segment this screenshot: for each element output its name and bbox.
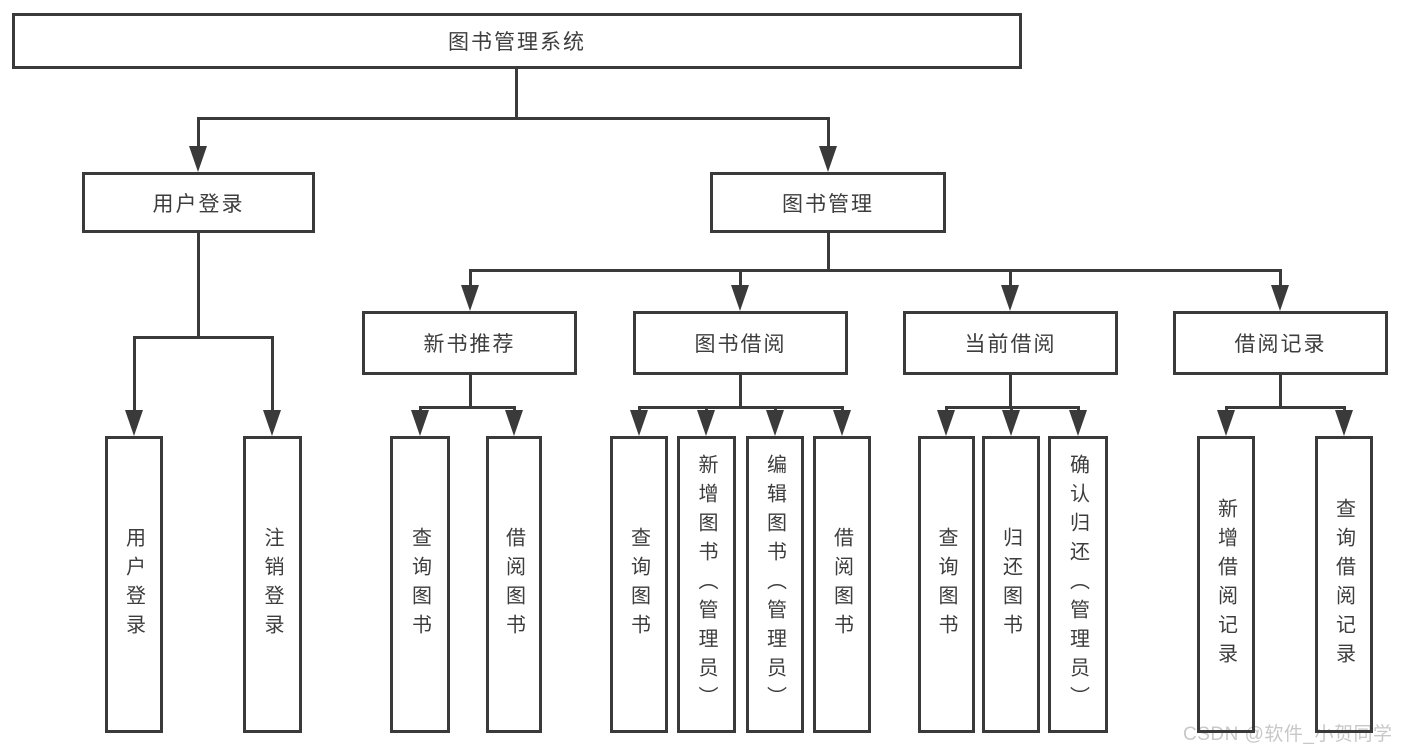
node-current-borrow: 当前借阅 xyxy=(903,311,1118,375)
watermark: CSDN @软件_小贺同学 xyxy=(1183,724,1393,745)
connector-login-to-leaf2 xyxy=(271,336,274,412)
arrowhead-to-book-management xyxy=(819,146,837,172)
connector-mgmt-to-rec xyxy=(469,269,472,291)
leaf-bb-borrow-book: 借阅图书 xyxy=(813,436,871,733)
connector-mgmt-bar xyxy=(469,269,1282,272)
connector-rec-stem xyxy=(469,375,472,408)
arrowhead-to-bb-edit xyxy=(766,410,784,436)
connector-bb-stem xyxy=(739,375,742,408)
arrowhead-to-bb-add xyxy=(697,410,715,436)
node-user-login: 用户登录 xyxy=(82,172,315,233)
leaf-bb-query-book: 查询图书 xyxy=(610,436,668,733)
connector-mgmt-to-borrow xyxy=(739,269,742,291)
arrowhead-to-rec-borrow xyxy=(505,410,523,436)
connector-login-stem xyxy=(197,233,200,337)
node-borrow-records: 借阅记录 xyxy=(1173,311,1388,375)
leaf-br-query-record: 查询借阅记录 xyxy=(1315,436,1373,733)
leaf-logout: 注销登录 xyxy=(243,436,302,733)
connector-br-stem xyxy=(1279,375,1282,408)
leaf-br-add-record: 新增借阅记录 xyxy=(1197,436,1255,733)
leaf-rec-query-book: 查询图书 xyxy=(390,436,450,733)
leaf-cb-return-book: 归还图书 xyxy=(982,436,1040,733)
arrowhead-to-current-borrow xyxy=(1001,285,1019,311)
node-library-management-system: 图书管理系统 xyxy=(12,13,1022,69)
connector-cb-stem xyxy=(1009,375,1012,408)
connector-root-bar xyxy=(197,117,830,120)
arrowhead-to-bb-query xyxy=(630,410,648,436)
node-new-book-recommend: 新书推荐 xyxy=(362,311,577,375)
connector-mgmt-to-current xyxy=(1009,269,1012,291)
arrowhead-to-cb-return xyxy=(1002,410,1020,436)
connector-bb-bar xyxy=(638,406,844,409)
leaf-bb-edit-book-admin: 编辑图书（管理员） xyxy=(746,436,804,733)
arrowhead-to-borrow-records xyxy=(1271,285,1289,311)
connector-login-to-leaf1 xyxy=(133,336,136,412)
node-book-management: 图书管理 xyxy=(710,172,946,233)
connector-rec-bar xyxy=(419,406,516,409)
arrowhead-to-cb-query xyxy=(937,410,955,436)
arrowhead-to-br-add xyxy=(1217,410,1235,436)
connector-root-to-mgmt xyxy=(827,117,830,148)
arrowhead-to-cb-confirm xyxy=(1069,410,1087,436)
leaf-rec-borrow-book: 借阅图书 xyxy=(486,436,542,733)
connector-root-stem xyxy=(515,69,518,118)
leaf-user-login: 用户登录 xyxy=(105,436,163,733)
arrowhead-to-br-query xyxy=(1335,410,1353,436)
connector-br-bar xyxy=(1225,406,1346,409)
node-book-borrow: 图书借阅 xyxy=(633,311,848,375)
leaf-bb-add-book-admin: 新增图书（管理员） xyxy=(677,436,736,733)
arrowhead-to-book-borrow xyxy=(731,285,749,311)
arrowhead-to-bb-borrow xyxy=(833,410,851,436)
leaf-cb-confirm-return-admin: 确认归还（管理员） xyxy=(1048,436,1108,733)
arrowhead-to-leaf-user-login xyxy=(125,410,143,436)
connector-login-bar xyxy=(133,336,274,339)
arrowhead-to-user-login xyxy=(189,146,207,172)
arrowhead-to-leaf-logout xyxy=(263,410,281,436)
leaf-cb-query-book: 查询图书 xyxy=(918,436,975,733)
connector-mgmt-stem xyxy=(827,233,830,270)
arrowhead-to-new-book-recommend xyxy=(461,285,479,311)
arrowhead-to-rec-query xyxy=(411,410,429,436)
connector-mgmt-to-records xyxy=(1279,269,1282,291)
connector-root-to-login xyxy=(197,117,200,148)
